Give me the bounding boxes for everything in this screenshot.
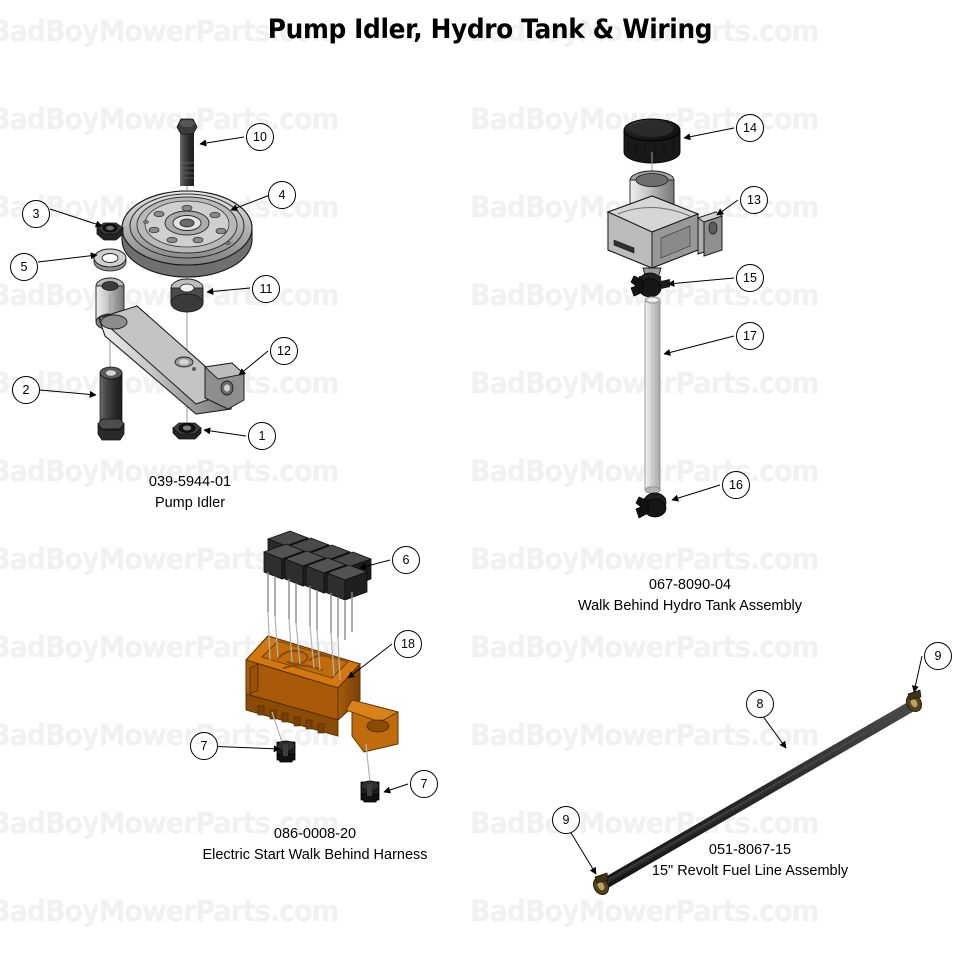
part-hose-clamp xyxy=(630,272,670,298)
part-flat-washer xyxy=(93,248,127,272)
part-spacer-bushing xyxy=(170,278,204,313)
callout-lock-nut[interactable]: 3 xyxy=(22,200,50,228)
part-fuel-hose xyxy=(598,700,918,890)
assembly-caption-fuel-line: 051-8067-15 15" Revolt Fuel Line Assembly xyxy=(620,840,880,882)
callout-idler-arm[interactable]: 12 xyxy=(270,337,298,365)
callout-shoulder-bolt[interactable]: 2 xyxy=(12,376,40,404)
callout-idler-pulley[interactable]: 4 xyxy=(268,181,296,209)
part-relay-block xyxy=(262,530,373,640)
part-shoulder-bolt xyxy=(97,366,125,441)
callout-spacer-bushing[interactable]: 11 xyxy=(252,275,280,303)
part-lock-nut xyxy=(96,222,124,241)
callout-fuse-relay-box[interactable]: 18 xyxy=(394,630,422,658)
callout-harness-clip-right[interactable]: 7 xyxy=(410,770,438,798)
callout-hex-bolt-top[interactable]: 10 xyxy=(246,123,274,151)
part-idler-spacer-tube xyxy=(95,277,125,368)
callout-tank-cap[interactable]: 14 xyxy=(736,114,764,142)
callout-hydro-hose[interactable]: 17 xyxy=(736,322,764,350)
callout-fuel-hose[interactable]: 8 xyxy=(746,690,774,718)
part-fuel-clamp-lower xyxy=(593,872,609,895)
callout-fuel-clamp-upper[interactable]: 9 xyxy=(924,642,952,670)
callout-hydro-tank-body[interactable]: 13 xyxy=(740,186,768,214)
assembly-name: Walk Behind Hydro Tank Assembly xyxy=(577,598,803,615)
part-flange-nut xyxy=(172,422,202,440)
assembly-name: 15" Revolt Fuel Line Assembly xyxy=(651,863,849,880)
callout-flange-nut[interactable]: 1 xyxy=(248,422,276,450)
part-harness-clip-right xyxy=(360,780,380,803)
assembly-part-number: 039-5944-01 xyxy=(148,474,232,490)
part-hose-clip-lower xyxy=(635,492,667,519)
assembly-name: Electric Start Walk Behind Harness xyxy=(202,847,428,864)
part-idler-pulley xyxy=(121,190,253,278)
part-hydro-hose xyxy=(644,296,661,494)
callout-hose-clamp[interactable]: 15 xyxy=(736,264,764,292)
part-tank-cap xyxy=(623,118,681,186)
callout-hose-clip-lower[interactable]: 16 xyxy=(722,471,750,499)
callout-fuel-clamp-lower[interactable]: 9 xyxy=(552,806,580,834)
assembly-name: Pump Idler xyxy=(154,495,226,512)
assembly-part-number: 051-8067-15 xyxy=(708,842,792,858)
part-harness-wires xyxy=(267,611,371,783)
part-hydro-tank-body xyxy=(606,170,724,300)
assembly-part-number: 086-0008-20 xyxy=(273,826,357,842)
part-fuse-relay-box xyxy=(245,635,400,753)
part-idler-arm xyxy=(98,305,245,415)
callout-relay-block[interactable]: 6 xyxy=(392,546,420,574)
callout-harness-clip-left[interactable]: 7 xyxy=(190,732,218,760)
part-harness-clip-left xyxy=(276,740,296,763)
page-title: Pump Idler, Hydro Tank & Wiring xyxy=(267,14,713,45)
assembly-part-number: 067-8090-04 xyxy=(648,577,732,593)
callout-flat-washer[interactable]: 5 xyxy=(10,253,38,281)
